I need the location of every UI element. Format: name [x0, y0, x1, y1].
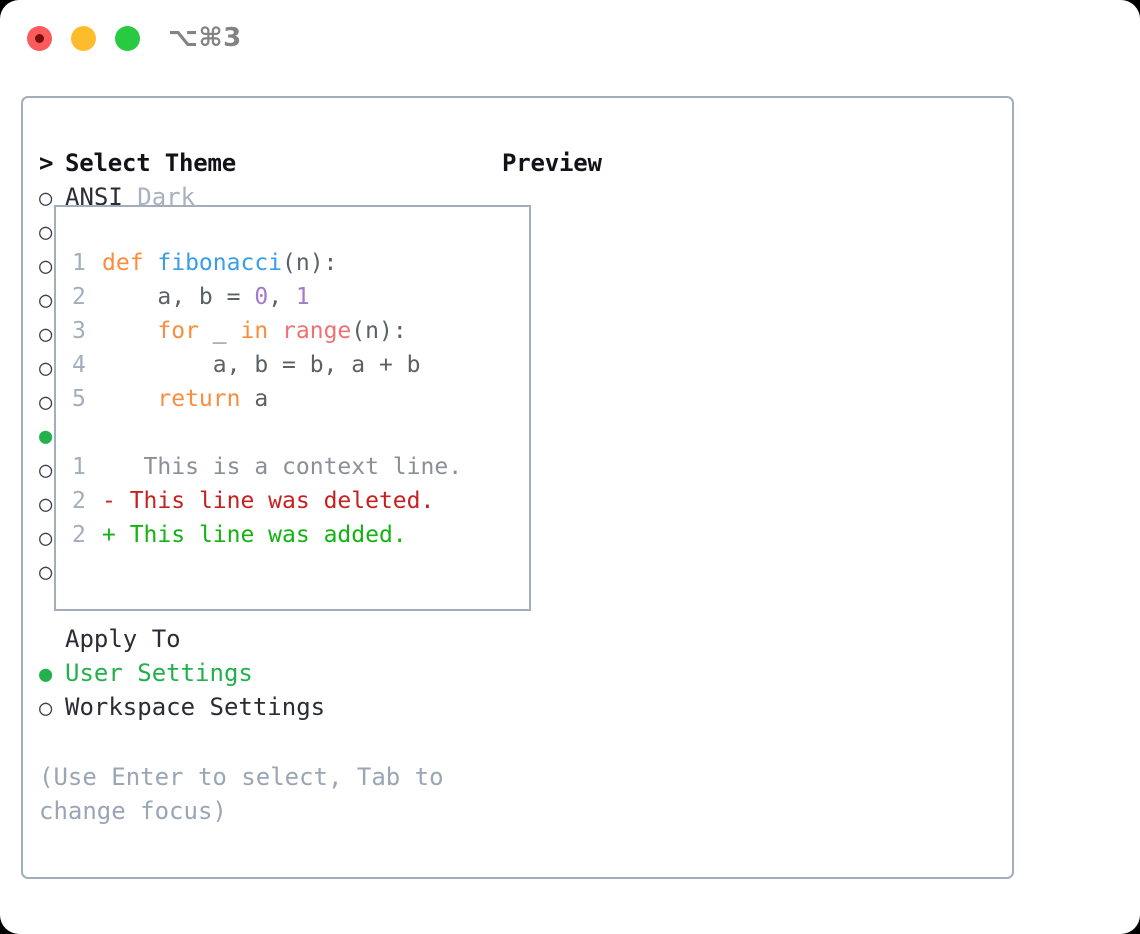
code-line: 5 return a: [72, 382, 523, 416]
close-button[interactable]: [27, 26, 52, 51]
code-token-pl: [102, 318, 157, 344]
line-number: 2: [72, 284, 86, 310]
apply-to-option-user-settings[interactable]: ● User Settings: [39, 656, 479, 690]
diff-marker: +: [102, 522, 116, 548]
radio-unselected-icon: ○: [39, 458, 53, 483]
radio-unselected-icon: ○: [39, 526, 53, 551]
code-token-pl: (n):: [282, 250, 338, 276]
code-token-pl: a, b = b, a + b: [102, 352, 421, 378]
diff-marker: -: [102, 488, 116, 514]
code-token-num: 0: [254, 284, 269, 310]
code-token-fnc: range: [282, 318, 352, 344]
radio-unselected-icon: ○: [39, 254, 53, 279]
line-number: 2: [72, 488, 86, 514]
line-number: 4: [72, 352, 86, 378]
radio-unselected-icon: ○: [39, 220, 53, 245]
code-token-kw: def: [102, 250, 158, 276]
apply-to-heading: Apply To: [65, 625, 181, 653]
code-line: 2 a, b = 0, 1: [72, 280, 523, 314]
radio-selected-icon: ●: [39, 424, 53, 449]
apply-to-list: ● User Settings ○ Workspace Settings: [39, 656, 479, 724]
apply-to-option-name: Workspace Settings: [65, 693, 326, 721]
code-token-fn: fibonacci: [157, 250, 283, 276]
diff-marker: [102, 454, 116, 480]
line-number: 2: [72, 522, 86, 548]
diff-line-del: 2- This line was deleted.: [72, 484, 523, 518]
line-number: 1: [72, 454, 86, 480]
code-token-pl: ,: [268, 284, 296, 310]
caret-icon: >: [39, 149, 54, 177]
code-token-num: 1: [295, 284, 310, 310]
code-token-pl: a: [240, 386, 269, 412]
code-token-pl: [102, 386, 157, 412]
main-panel: >Select Theme ○ANSI Dark○Atom One Dark○A…: [21, 96, 1014, 879]
diff-line-ctx: 1 This is a context line.: [72, 450, 523, 484]
code-token-kw: return: [157, 386, 241, 412]
diff-text: This line was deleted.: [115, 488, 435, 514]
select-theme-heading: > Select Theme: [39, 146, 479, 180]
diff-block: 1 This is a context line.2- This line wa…: [72, 450, 523, 552]
diff-text: This is a context line.: [115, 454, 463, 480]
radio-unselected-icon: ○: [39, 186, 53, 211]
code-token-kw: in: [240, 318, 269, 344]
radio-unselected-icon: ○: [39, 492, 53, 517]
radio-selected-icon: ●: [39, 662, 53, 687]
code-token-pl: _: [198, 318, 241, 344]
apply-to-option-name: User Settings: [65, 659, 253, 687]
preview-column: Preview: [502, 146, 1002, 180]
title-bar: ⌥⌘3: [0, 0, 1140, 76]
radio-unselected-icon: ○: [39, 288, 53, 313]
minimize-button[interactable]: [71, 26, 96, 51]
keyboard-shortcut-label: ⌥⌘3: [168, 23, 242, 53]
code-spacer: [72, 416, 523, 450]
line-number: 3: [72, 318, 86, 344]
window-controls: [27, 26, 140, 51]
radio-unselected-icon: ○: [39, 390, 53, 415]
code-line: 4 a, b = b, a + b: [72, 348, 523, 382]
diff-line-add: 2 + This line was added.: [72, 518, 523, 552]
radio-unselected-icon: ○: [39, 696, 53, 721]
code-line: 1 def fibonacci(n):: [72, 246, 523, 280]
preview-heading: Preview: [502, 149, 602, 177]
code-token-pl: (n):: [351, 318, 407, 344]
keyboard-hint: (Use Enter to select, Tab to change focu…: [39, 763, 444, 825]
apply-to-option-workspace-settings[interactable]: ○ Workspace Settings: [39, 690, 479, 724]
code-token-pl: [268, 318, 282, 344]
code-line: 3 for _ in range(n):: [72, 314, 523, 348]
select-theme-label: Select Theme: [65, 149, 236, 177]
code-token-pl: a, b =: [102, 284, 255, 310]
radio-unselected-icon: ○: [39, 560, 53, 585]
line-number: 5: [72, 386, 86, 412]
radio-unselected-icon: ○: [39, 356, 53, 381]
diff-text: This line was added.: [115, 522, 407, 548]
zoom-button[interactable]: [115, 26, 140, 51]
line-number: 1: [72, 250, 86, 276]
radio-unselected-icon: ○: [39, 322, 53, 347]
code-token-kw: for: [157, 318, 199, 344]
